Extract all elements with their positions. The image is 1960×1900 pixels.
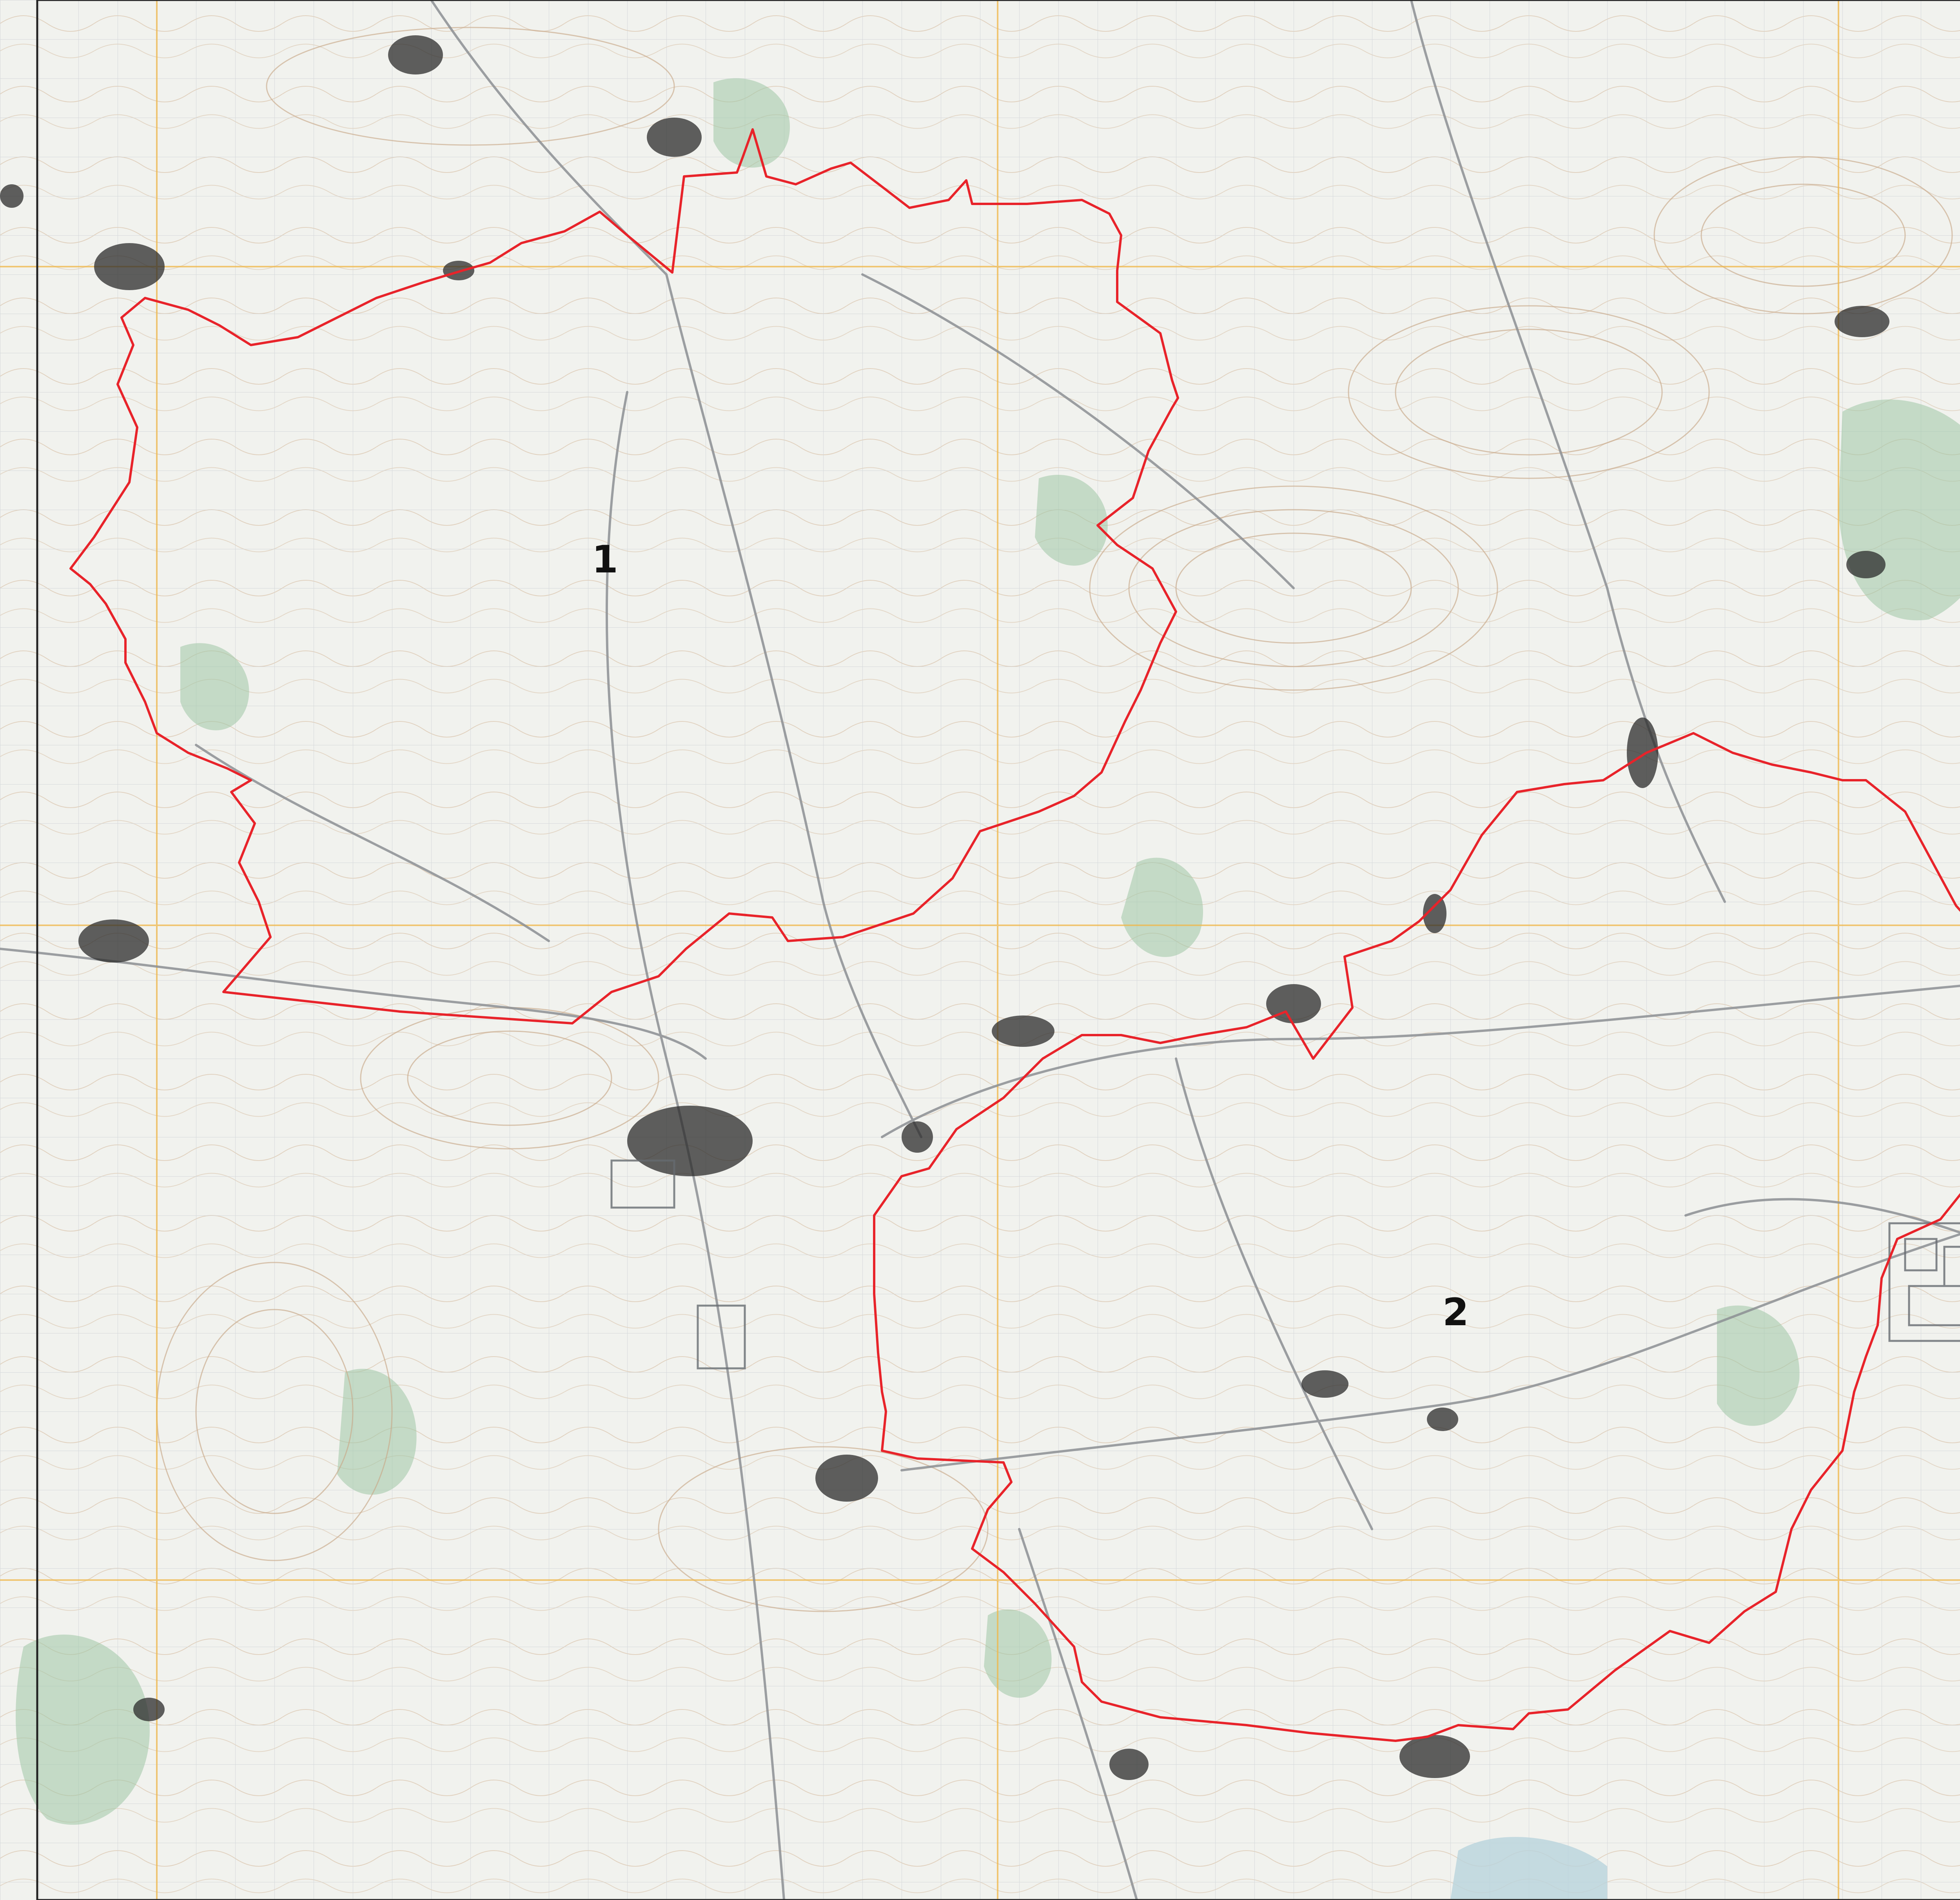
industrial-area xyxy=(610,1159,1960,1370)
zone-2-boundary[interactable] xyxy=(873,732,1960,1742)
map-sheet-border xyxy=(36,0,1960,1900)
zone-1-boundary[interactable] xyxy=(69,128,1179,1024)
zone-2-label: 2 xyxy=(1443,1290,1469,1334)
vegetation-areas xyxy=(16,78,1960,1825)
zone-1-label: 1 xyxy=(592,538,618,581)
water-bodies xyxy=(1450,1837,1607,1900)
settlements xyxy=(0,35,1889,1780)
